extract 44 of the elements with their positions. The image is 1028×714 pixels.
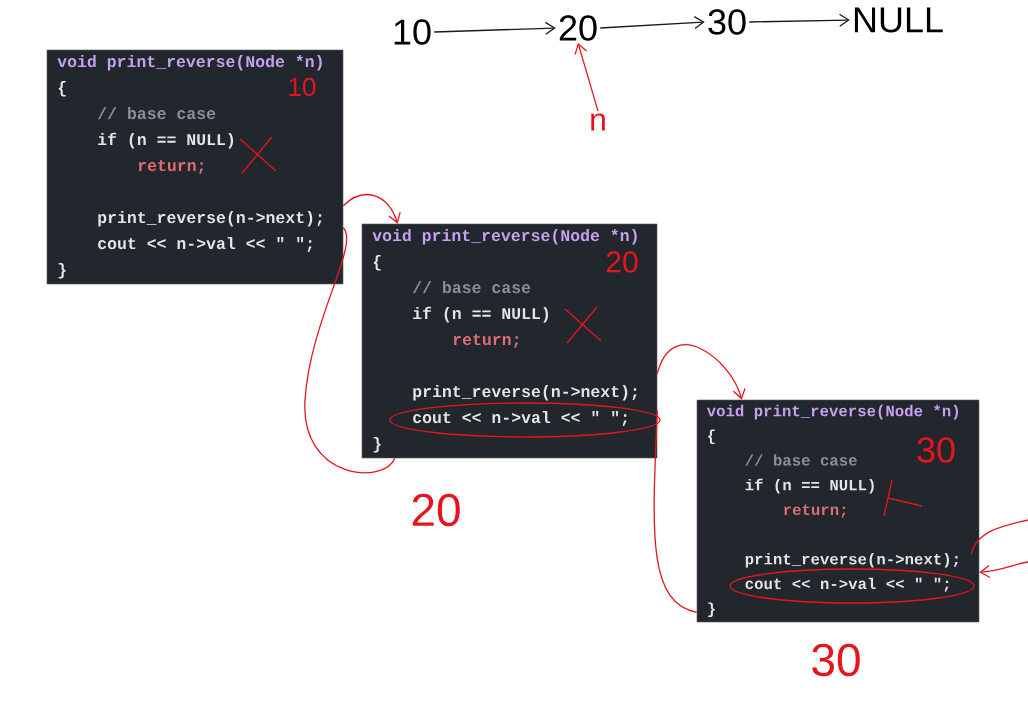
code-line: // base case [745, 454, 857, 466]
code-line: if (n == NULL) [98, 132, 234, 149]
handwritten-value: NULL [854, 7, 943, 33]
code-line: cout << n->val << " "; [745, 577, 949, 592]
code-line: print_reverse(n->next); [98, 211, 322, 227]
code-line: return; [453, 334, 519, 348]
code-line: void print_reverse(Node *n) [57, 55, 322, 71]
code-block [361, 223, 658, 459]
arrow [433, 21, 556, 35]
code-line: // base case [97, 107, 216, 120]
handwritten-value: n [591, 113, 605, 131]
handwritten-value: 20 [559, 15, 597, 41]
code-line: // base case [412, 281, 531, 294]
arrow [342, 194, 401, 224]
code-line: if (n == NULL) [745, 478, 874, 494]
code-line: return; [784, 504, 846, 518]
handwritten-value: 30 [708, 9, 746, 35]
handwritten-number: 20 [606, 251, 638, 273]
code-line: if (n == NULL) [413, 306, 549, 323]
code-line: cout << n->val << " "; [98, 237, 312, 252]
handwritten-number: 20 [412, 493, 460, 527]
handwritten-number: 10 [289, 77, 316, 97]
code-line: { [373, 255, 381, 271]
code-line: print_reverse(n->next); [745, 553, 958, 568]
arrow [656, 344, 746, 400]
code-line: cout << n->val << " "; [413, 411, 627, 426]
handwritten-value: 10 [394, 19, 431, 45]
handwritten-number: 30 [812, 643, 860, 677]
code-line: } [58, 263, 66, 279]
arrow [979, 561, 1028, 579]
code-line: return; [138, 160, 204, 174]
code-line: print_reverse(n->next); [413, 385, 637, 401]
code-block [46, 49, 344, 285]
arrow [599, 15, 705, 30]
code-line: void print_reverse(Node *n) [372, 229, 637, 245]
code-line: { [708, 429, 715, 445]
arrow [574, 42, 599, 112]
code-line: void print_reverse(Node *n) [706, 404, 958, 420]
code-block [696, 399, 980, 623]
handwritten-number: 30 [917, 437, 955, 463]
code-line: } [708, 602, 715, 617]
arrow [748, 13, 850, 27]
code-line: } [373, 437, 381, 453]
code-line: { [58, 81, 66, 97]
